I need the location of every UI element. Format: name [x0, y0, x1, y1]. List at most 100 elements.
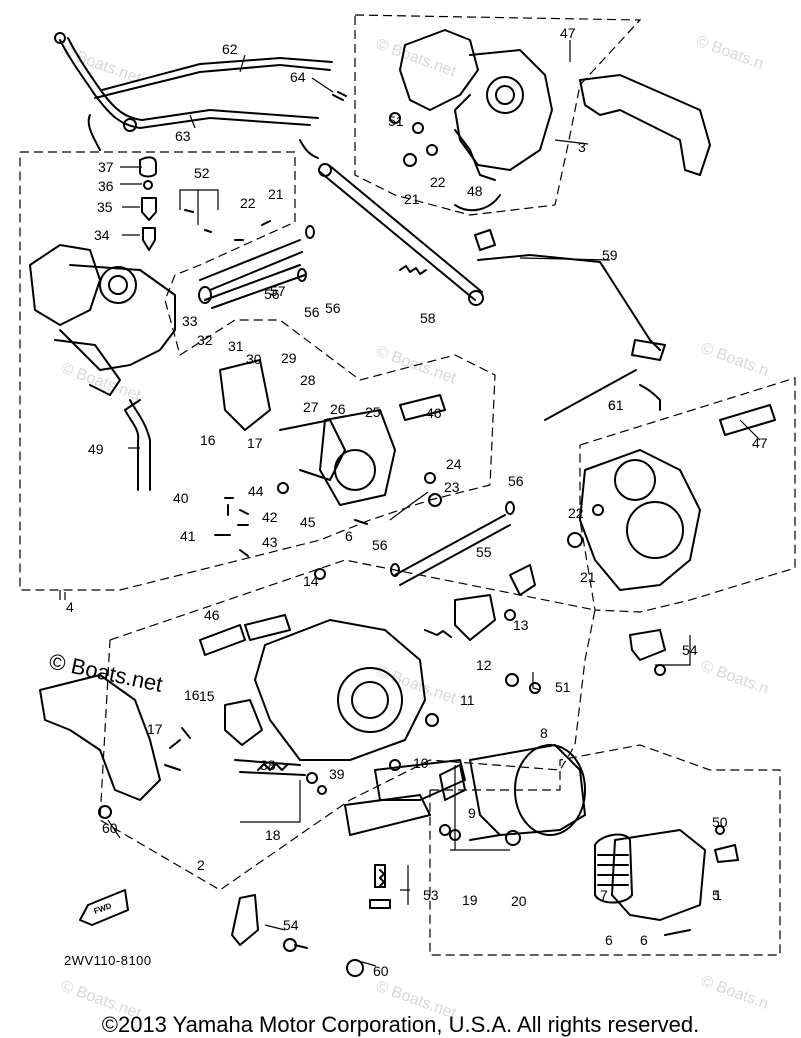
copyright-notice: ©2013 Yamaha Motor Corporation, U.S.A. A… — [101, 1012, 700, 1037]
pipe-46 — [399, 394, 446, 421]
part-number-label: 54 — [682, 642, 698, 658]
spring-58 — [399, 265, 427, 275]
part-number-label: 47 — [752, 435, 768, 451]
chamber-45 — [319, 409, 396, 506]
part-number-label: 1 — [714, 887, 722, 903]
part-number-label: 39 — [329, 766, 345, 782]
part-number-label: 29 — [281, 350, 297, 366]
watermark: © Boats.n — [699, 340, 771, 380]
part-number-label: 25 — [365, 404, 381, 420]
part-number-label: 16 — [200, 432, 216, 448]
fwd-label: FWD — [93, 901, 113, 916]
part-number-label: 21 — [580, 569, 596, 585]
carburetor-lower-2 — [164, 564, 541, 909]
watermark: © Boats.n — [699, 973, 771, 1013]
outline-1 — [579, 377, 796, 613]
part-number-label: 51 — [555, 679, 571, 695]
part-number-label: 21 — [268, 186, 284, 202]
part-number-label: 18 — [265, 827, 281, 843]
bracket-54 — [629, 629, 666, 661]
part-number-label: 2 — [197, 857, 205, 873]
watermark: © Boats.net — [59, 43, 144, 88]
part-number-label: 7 — [600, 887, 608, 903]
bracket-54b — [231, 894, 259, 946]
spring-7 — [594, 833, 633, 904]
part-number-label: 23 — [444, 479, 460, 495]
part-number-label: 59 — [602, 247, 618, 263]
part-number-label: 56 — [304, 304, 320, 320]
hose-62-b — [101, 57, 333, 91]
part-number-label: 56 — [508, 473, 524, 489]
outline-4 — [19, 151, 496, 591]
part-number-label: 6 — [605, 932, 613, 948]
screw-53 — [369, 864, 391, 909]
part-number-label: 56 — [372, 537, 388, 553]
part-number-label: 35 — [97, 199, 113, 215]
part-number-label: 60 — [102, 820, 118, 836]
part-number-label: 36 — [98, 178, 114, 194]
part-number-label: 56 — [325, 300, 341, 316]
part-number-label: 63 — [175, 128, 191, 144]
part-number-label: 10 — [413, 755, 429, 771]
pipe-47 — [719, 404, 776, 436]
part-number-label: 41 — [180, 528, 196, 544]
part-number-label: 61 — [608, 397, 624, 413]
part-number-label: 46 — [204, 607, 220, 623]
watermark: © Boats.net — [374, 663, 459, 708]
part-number-label: 21 — [404, 191, 420, 207]
part-number-label: 27 — [303, 399, 319, 415]
part-number-label: 43 — [262, 534, 278, 550]
fwd-arrow: FWD — [79, 889, 129, 926]
part-number-label: 47 — [560, 25, 576, 41]
hose-end-2 — [299, 139, 319, 159]
watermark-large: © Boats.net — [47, 648, 165, 696]
part-number-label: 54 — [283, 917, 299, 933]
part-number-label: 34 — [94, 227, 110, 243]
part-number-label: 42 — [262, 509, 278, 525]
part-number-label: 22 — [430, 174, 446, 190]
pipe-55 — [199, 501, 515, 656]
pipes-57 — [198, 225, 315, 309]
part-number-label: 46 — [426, 405, 442, 421]
part-number-label: 64 — [290, 69, 306, 85]
part-number-label: 13 — [513, 617, 529, 633]
rod-61 — [544, 369, 637, 421]
part-number-label: 62 — [222, 41, 238, 57]
watermarks: © Boats.net © Boats.net © Boats.n © Boat… — [59, 33, 771, 1023]
bracket-top — [579, 74, 711, 176]
hose-48 — [454, 194, 501, 212]
cap-37 — [139, 156, 157, 178]
drawing-code: 2WV110-8100 — [64, 953, 152, 968]
part-number-label: 57 — [270, 283, 286, 299]
hose-63-b — [67, 37, 319, 121]
outline-base — [429, 744, 781, 956]
part-number-label: 17 — [247, 435, 263, 451]
part-number-label: 19 — [462, 892, 478, 908]
part-number-label: 37 — [98, 159, 114, 175]
spring-18 — [257, 763, 289, 771]
mounting-brackets — [39, 74, 711, 977]
part-number-label: 17 — [147, 721, 163, 737]
outline-3 — [354, 14, 642, 216]
part-number-label: 40 — [173, 490, 189, 506]
part-number-label: 53 — [423, 887, 439, 903]
hose-62-a — [94, 64, 331, 99]
part-number-label: 50 — [712, 814, 728, 830]
part-number-label: 38 — [260, 757, 276, 773]
part-number-label: 58 — [420, 310, 436, 326]
part-number-label: 6 — [640, 932, 648, 948]
watermark: © Boats.net — [59, 360, 144, 405]
part-number-label: 22 — [568, 505, 584, 521]
part-number-label: 22 — [240, 195, 256, 211]
part-number-label: 31 — [228, 338, 244, 354]
part-number-label: 3 — [578, 139, 586, 155]
cover-6 — [611, 829, 706, 921]
part-number-label: 20 — [511, 893, 527, 909]
cable-59 — [477, 254, 661, 351]
part-number-label: 60 — [373, 963, 389, 979]
linkage-parts — [318, 163, 666, 421]
part-number-label: 4 — [66, 599, 74, 615]
part-number-label: 26 — [330, 401, 346, 417]
part-number-label: 6 — [608, 397, 616, 413]
